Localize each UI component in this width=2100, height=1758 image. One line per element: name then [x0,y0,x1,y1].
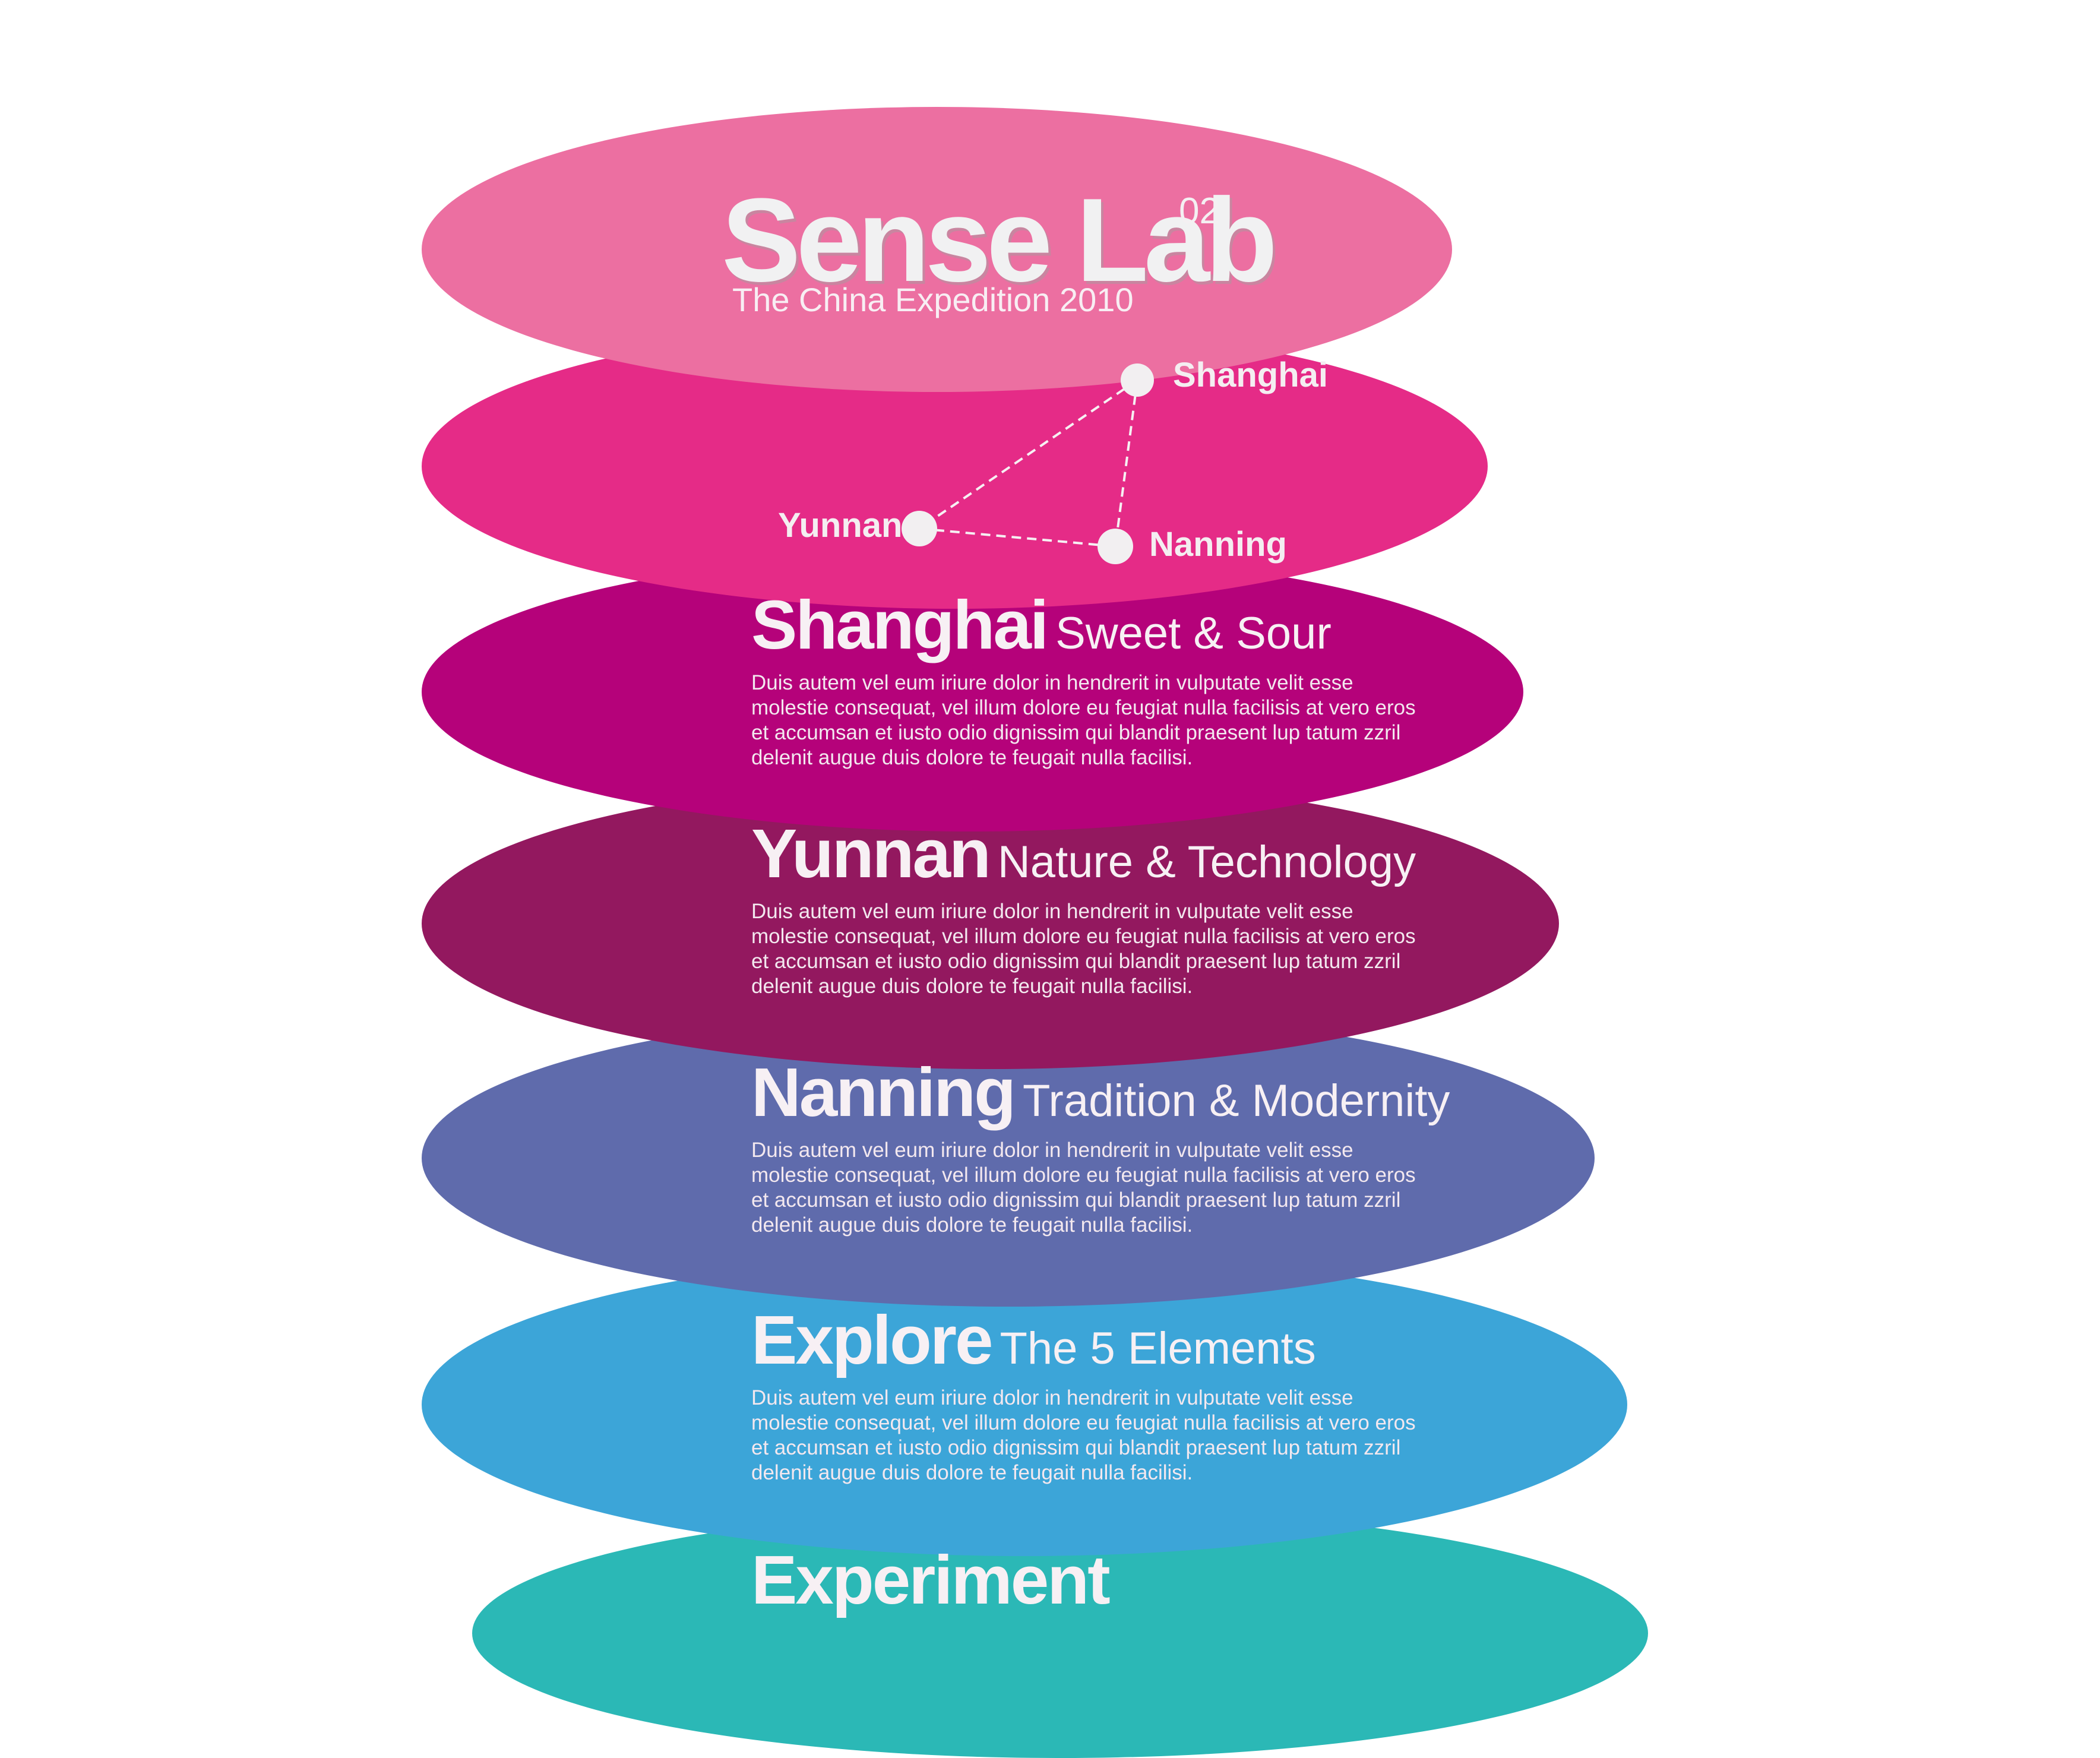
diagram-stage: Sense Lab 02 The China Expedition 2010 S… [422,107,1648,1758]
shanghai-dot [1121,363,1154,397]
title-ellipse [422,107,1452,392]
section-body: Duis autem vel eum iriure dolor in hendr… [751,900,1416,998]
section-name: Explore [751,1301,993,1378]
route-yunnan-nanning [919,527,1116,548]
route-shanghai-nanning [1114,380,1138,547]
section-experiment: Experiment [751,1541,1535,1618]
map-label-yunnan: Yunnan [778,506,903,545]
page-subtitle: The China Expedition 2010 [732,281,1134,318]
section-tagline: Sweet & Sour [1055,608,1332,659]
section-tagline: Tradition & Modernity [1022,1076,1450,1126]
map-label-shanghai: Shanghai [1173,356,1329,394]
yunnan-dot [902,511,937,546]
section-heading: Experiment [751,1541,1535,1618]
section-name: Experiment [751,1541,1111,1618]
page-title: Sense Lab [722,174,1277,306]
route-map [902,363,1154,564]
route-shanghai-yunnan [918,379,1138,530]
route-lines [918,379,1138,548]
section-name: Shanghai [751,586,1049,663]
section-body: Duis autem vel eum iriure dolor in hendr… [751,1139,1416,1237]
nanning-dot [1098,529,1133,564]
section-name: Nanning [751,1054,1016,1131]
section-body: Duis autem vel eum iriure dolor in hendr… [751,1386,1416,1484]
section-name: Yunnan [751,815,991,892]
section-tagline: The 5 Elements [1000,1323,1316,1374]
section-tagline: Nature & Technology [997,837,1416,887]
title-block: Sense Lab 02 The China Expedition 2010 [722,169,1277,324]
map-label-nanning: Nanning [1149,525,1287,564]
title-superscript: 02 [1179,191,1220,232]
section-body: Duis autem vel eum iriure dolor in hendr… [751,671,1416,769]
